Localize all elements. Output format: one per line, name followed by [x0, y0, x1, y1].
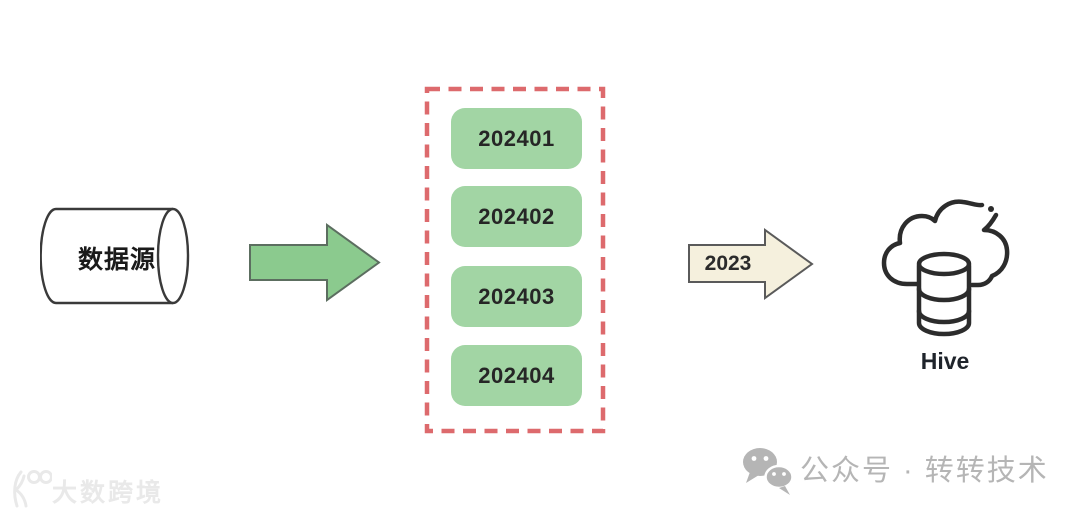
green-arrow-icon: [249, 223, 381, 302]
month-node-202403: 202403: [451, 266, 582, 327]
watermark-brand-text: 大数跨境: [52, 479, 165, 507]
footer-brand-text: 公众号 · 转转技术: [800, 455, 1049, 487]
data-source-cylinder-icon: [40, 207, 190, 305]
data-source-label: 数据源: [77, 246, 156, 274]
month-node-202402: 202402: [451, 186, 582, 247]
hive-label: Hive: [920, 347, 970, 374]
month-node-202401: 202401: [451, 108, 582, 169]
year-arrow-icon: [688, 228, 814, 300]
wechat-icon: [743, 448, 794, 495]
cloud-database-icon: [881, 199, 1010, 337]
watermark-logo-icon: [13, 470, 52, 508]
batch-group-dashed-border: [424, 86, 606, 434]
year-arrow-label: 2023: [704, 252, 752, 275]
month-node-202404: 202404: [451, 345, 582, 406]
